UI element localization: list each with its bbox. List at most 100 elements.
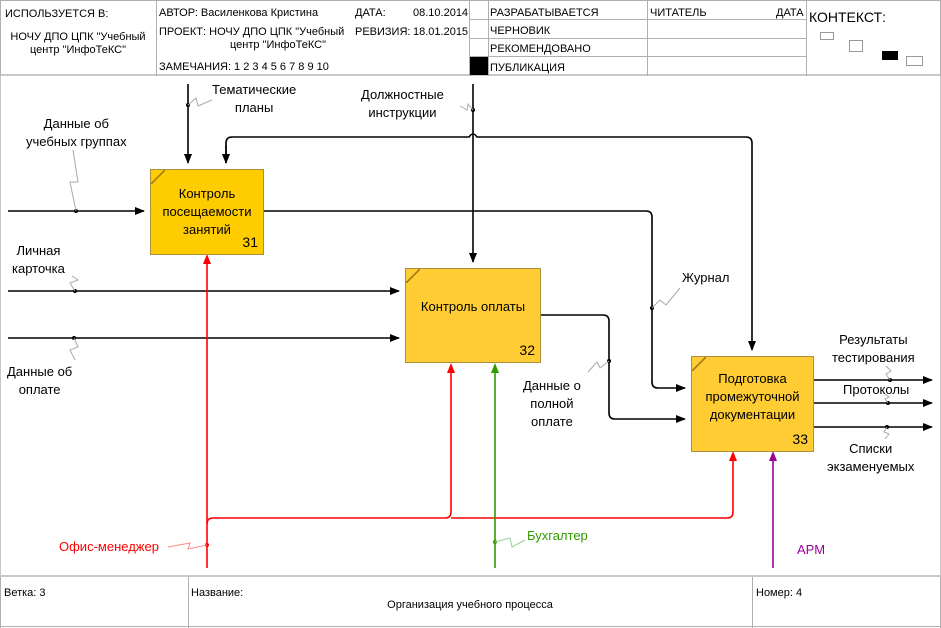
idef0-header: ИСПОЛЬЗУЕТСЯ В: НОЧУ ДПО ЦПК "Учебный це… [0,0,941,76]
arrow-office-manager-to-32 [206,370,452,525]
diagram-title: Организация учебного процесса [387,599,553,611]
label-line: экзаменуемых [827,459,915,474]
label-office-manager: Офис-менеджер [59,539,159,554]
context-box [849,40,863,52]
arrowhead [447,363,455,373]
label-workstation: АРМ [797,542,826,557]
box-label: Контроль посещаемости занятий [162,185,251,239]
activity-box-32[interactable]: Контроль оплаты 32 [405,268,541,363]
used-in-value-line: центр "ИнфоТеКС" [30,44,126,56]
label-journal: Журнал [682,270,730,285]
project-line2: центр "ИнфоТеКС" [230,39,326,51]
arrow-full-payment [541,314,686,423]
label-leader [459,102,474,111]
box-corner-mark [692,357,706,371]
divider [469,19,806,20]
label-job-instructions: Должностные инструкции [361,86,444,122]
used-in-label: ИСПОЛЬЗУЕТСЯ В: [5,8,109,20]
number-label: Номер: 4 [756,587,803,599]
divider [806,0,807,76]
label-leader [883,426,890,440]
arrowhead [729,451,737,461]
notes: ЗАМЕЧАНИЯ: 1 2 3 4 5 6 7 8 9 10 [159,61,329,73]
label-line: Данные об [43,116,109,131]
label-line: Личная [16,243,61,258]
arrowhead [491,363,499,373]
arrow-journal [263,210,686,392]
label-test-results: Результаты тестирования [832,331,915,367]
box-label-line: занятий [183,222,231,237]
label-line: Данные об [7,364,73,379]
divider [156,0,157,76]
label-line: карточка [12,261,65,276]
status-row: РАЗРАБАТЫВАЕТСЯ [490,7,599,19]
label-line: оплате [530,414,573,429]
label-line: инструкции [368,105,437,120]
date-label: ДАТА: [355,7,386,19]
divider [752,577,753,628]
label-full-payment-data: Данные о полной оплате [523,377,581,431]
box-label-line: Контроль [178,186,236,201]
status-row: ЧЕРНОВИК [490,25,551,37]
revision-value: 18.01.2015 [413,26,469,38]
box-number: 31 [242,234,258,250]
label-personal-card: Личная карточка [12,242,65,278]
arrowhead [203,254,211,264]
status-row: РЕКОМЕНДОВАНО [490,43,591,55]
used-in-value: НОЧУ ДПО ЦПК "Учебный центр "ИнфоТеКС" [0,31,156,57]
label-group-data: Данные об учебных группах [26,115,127,151]
context-box-current [882,51,898,60]
author: АВТОР: Василенкова Кристина [159,7,319,19]
label-leader [167,542,208,550]
box-label: Контроль оплаты [420,298,526,314]
context-label: КОНТЕКСТ: [809,9,886,25]
box-number: 33 [792,431,808,447]
idef0-footer: Ветка: 3 Название: Организация учебного … [0,575,941,628]
activity-box-33[interactable]: Подготовка промежуточной документации 33 [691,356,814,452]
label-leader [187,97,213,107]
box-corner-mark [151,170,165,184]
box-corner-mark [406,269,420,283]
label-leader [885,365,892,381]
divider [0,0,1,76]
reader-label: ЧИТАТЕЛЬ [650,7,707,19]
divider [469,56,806,57]
label-leader [884,393,890,404]
label-line: Списки [849,441,893,456]
box-label: Подготовка промежуточной документации [705,370,799,424]
label-line: учебных группах [26,134,127,149]
label-line: Тематические [212,82,297,97]
divider [0,577,1,628]
used-in-value-line: НОЧУ ДПО ЦПК "Учебный [10,31,146,43]
revision-label: РЕВИЗИЯ: [355,26,411,38]
status-row: ПУБЛИКАЦИЯ [490,62,565,74]
frame-border [0,76,1,576]
activity-box-31[interactable]: Контроль посещаемости занятий 31 [150,169,264,255]
status-selected-marker [470,57,488,75]
label-leader [494,537,526,548]
label-leader [69,337,79,361]
label-examinee-lists: Списки экзаменуемых [827,440,914,476]
context-box [906,56,923,66]
box-label-line: Подготовка [718,371,787,386]
label-line: Результаты [839,332,908,347]
label-leader [69,275,80,292]
label-leader [587,360,610,373]
label-protocols: Протоколы [843,382,910,397]
label-line: Должностные [361,87,444,102]
project: ПРОЕКТ: НОЧУ ДПО ЦПК "Учебный [159,26,345,38]
label-line: полной [530,396,574,411]
label-line: планы [234,100,274,115]
label-thematic-plans: Тематические планы [212,81,296,117]
label-accountant: Бухгалтер [527,528,588,543]
label-line: тестирования [832,350,915,365]
arrow-job-instructions-branch [225,133,756,351]
arrowhead [769,451,777,461]
reader-date-label: ДАТА [776,7,804,19]
divider [188,577,189,628]
divider [0,626,941,627]
label-leader [69,149,79,212]
label-line: Данные о [523,378,581,393]
date-value: 08.10.2014 [413,7,469,19]
